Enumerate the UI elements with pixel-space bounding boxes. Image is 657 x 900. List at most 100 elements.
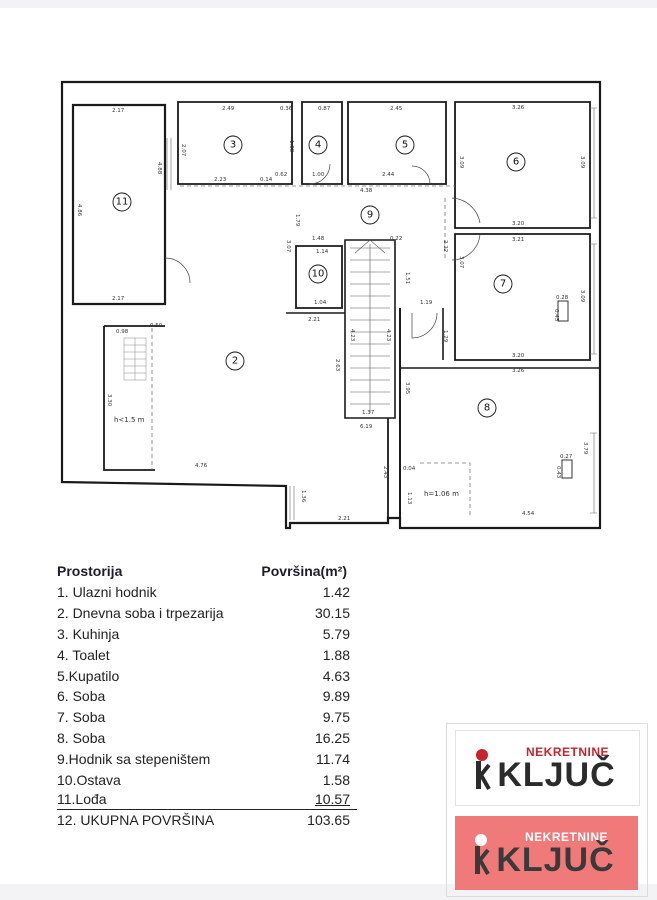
- dim-label: 1.51: [404, 272, 410, 284]
- dim-label: 2.43: [382, 466, 388, 479]
- room-name: 9.Hodnik sa stepeništem: [57, 750, 211, 767]
- room-number-3: 3: [230, 140, 236, 151]
- stairs: [350, 239, 390, 413]
- wall-room-10: [295, 245, 343, 309]
- dim-label: 2.17: [112, 296, 125, 302]
- room-name: 3. Kuhinja: [57, 625, 120, 642]
- legend-header-area: Površina(m²): [261, 563, 347, 579]
- room-area: 30.15: [314, 605, 350, 622]
- room-number-10: 10: [312, 269, 325, 280]
- room-area: 11.74: [316, 750, 350, 767]
- legend-row: 8. Soba 16.25: [57, 728, 357, 749]
- room-number-8: 8: [484, 403, 490, 414]
- dim-label: 2.22: [442, 240, 448, 252]
- dim-label: 0.27: [560, 454, 573, 460]
- room-name: 10.Ostava: [57, 771, 121, 788]
- dim-label: 3.20: [512, 221, 525, 227]
- logo-subtitle: NEKRETNINE: [525, 745, 609, 759]
- dim-label: 1.48: [312, 236, 325, 242]
- dim-label: 4.23: [349, 329, 355, 342]
- room-number-11: 11: [116, 197, 129, 208]
- legend-row: 10.Ostava 1.58: [57, 769, 357, 790]
- room-number-2: 2: [232, 356, 238, 367]
- room-name: 11.Lođa: [57, 791, 107, 808]
- dim-label: 0.98: [116, 329, 129, 335]
- wall-room-3: [177, 101, 293, 185]
- dim-label: 2.44: [382, 172, 395, 178]
- dim-label: 4.23: [385, 329, 391, 342]
- room-number-5: 5: [402, 140, 408, 151]
- room-name: 4. Toalet: [57, 646, 110, 663]
- height-note: h<1.5 m: [114, 416, 145, 424]
- dim-label: 0.22: [390, 236, 402, 242]
- dim-label: 2.45: [390, 106, 403, 112]
- height-note: h=1.06 m: [424, 490, 459, 498]
- room-area: 9.75: [322, 709, 350, 726]
- room-name: 7. Soba: [57, 709, 106, 726]
- wall-staircase: [344, 239, 396, 419]
- wall-room-5: [347, 101, 447, 185]
- dim-label: 3.26: [512, 368, 525, 374]
- legend-header-room: Prostorija: [57, 563, 123, 579]
- dim-label: 0.28: [556, 295, 569, 301]
- room-area: 16.25: [314, 729, 350, 746]
- legend-row: 2. Dnevna soba i trpezarija 30.15: [57, 603, 357, 624]
- dim-label: 0.43: [555, 466, 561, 479]
- key-icon: [475, 834, 490, 875]
- dim-label: 1.00: [312, 172, 325, 178]
- room-name: 1. Ulazni hodnik: [57, 584, 157, 601]
- agency-logo: NEKRETNINE KLJUČ: [455, 816, 638, 890]
- wall-room-11: [71, 103, 167, 306]
- legend-header: Prostorija Površina(m²): [57, 563, 357, 579]
- room-area: 1.58: [322, 771, 350, 788]
- agency-logo: NEKRETNINE KLJUČ: [455, 730, 640, 806]
- dim-label: 6.19: [360, 424, 373, 430]
- room-name: 5.Kupatilo: [57, 667, 120, 684]
- dim-label: 4.54: [522, 511, 535, 517]
- dim-label: 3.79: [582, 442, 588, 455]
- dim-label: 2.21: [338, 516, 350, 522]
- dim-label: 1.88: [288, 140, 294, 153]
- dim-label: 0.36: [280, 106, 293, 112]
- wall-room-7: [454, 233, 591, 361]
- dim-label: 3.95: [404, 382, 410, 395]
- dim-label: 1.36: [300, 490, 306, 503]
- dim-label: 3.07: [285, 240, 291, 253]
- dim-label: 2.07: [180, 144, 186, 157]
- dim-label: 2.23: [214, 177, 227, 183]
- dim-label: 0.50: [150, 323, 163, 329]
- room-area: 10.57: [314, 791, 350, 808]
- document-page: 11 2 3 4 5 6 7 8 9 10 2.17 4.86 2.17 2.0…: [0, 8, 657, 897]
- dim-label: 4.38: [360, 188, 373, 194]
- dim-label: 0.87: [318, 106, 331, 112]
- room-number-4: 4: [315, 140, 321, 151]
- room-number-6: 6: [513, 157, 519, 168]
- dim-label: 3.30: [106, 394, 112, 407]
- room-name: 6. Soba: [57, 688, 106, 705]
- room-name: 2. Dnevna soba i trpezarija: [57, 605, 224, 622]
- dim-label: 4.88: [156, 162, 162, 175]
- dim-label: 2.63: [334, 359, 340, 372]
- dim-label: 1.29: [442, 330, 448, 343]
- room-name: 8. Soba: [57, 729, 106, 746]
- dim-label: 1.19: [420, 300, 433, 306]
- area-legend: Prostorija Površina(m²) 1. Ulazni hodnik…: [57, 563, 357, 831]
- logo-subtitle: NEKRETNINE: [524, 830, 608, 844]
- dim-label: 0.04: [403, 466, 416, 472]
- dim-label: 3.20: [512, 353, 525, 359]
- legend-row: 9.Hodnik sa stepeništem 11.74: [57, 748, 357, 769]
- dim-label: 2.49: [222, 106, 235, 112]
- dim-label: 2.17: [112, 108, 125, 114]
- dim-label: 4.76: [195, 463, 208, 469]
- dim-label: 3.26: [512, 105, 525, 111]
- room-number-9: 9: [367, 210, 373, 221]
- total-area: 103.65: [307, 812, 350, 829]
- dim-label: 1.14: [316, 249, 329, 255]
- dim-label: 1.79: [294, 214, 300, 227]
- key-icon: [476, 749, 491, 790]
- dim-label: 1.04: [314, 300, 327, 306]
- room-number-7: 7: [500, 279, 506, 290]
